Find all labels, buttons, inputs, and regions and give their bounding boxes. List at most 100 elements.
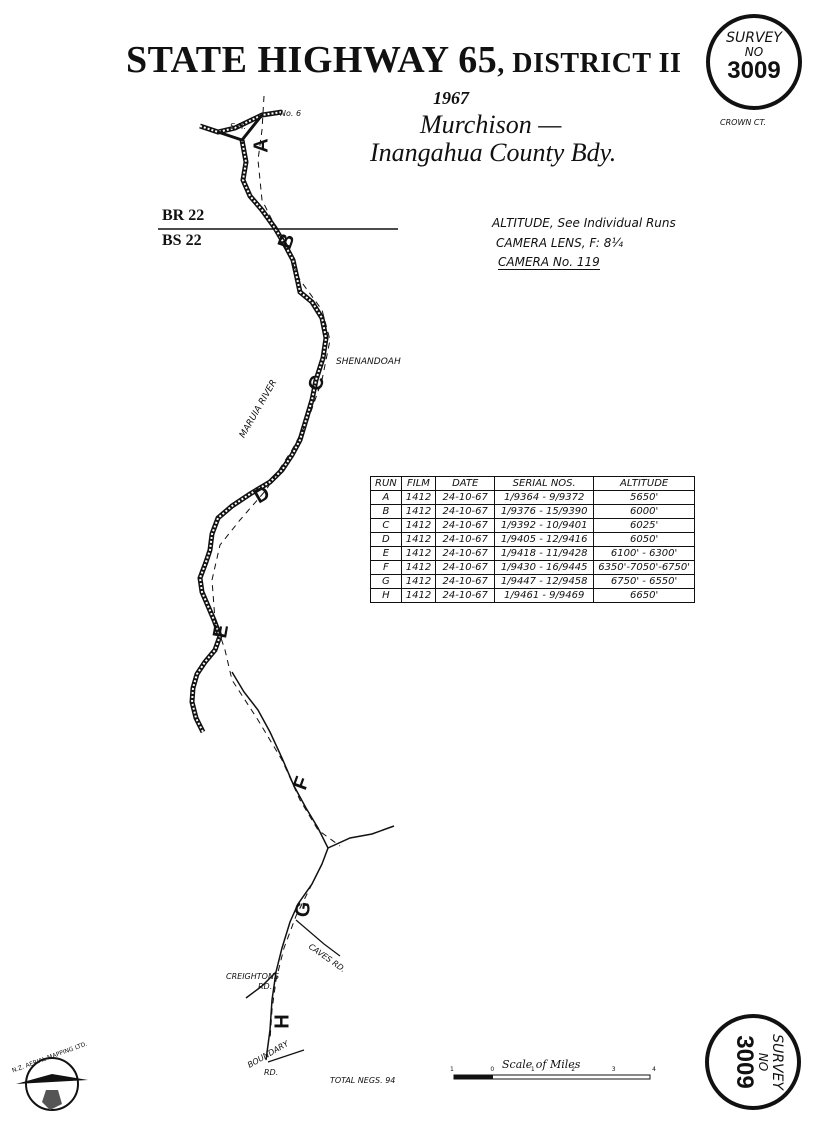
table-cell: 1412	[400, 588, 437, 603]
table-cell: H	[370, 588, 402, 603]
flight-line	[211, 95, 341, 1041]
table-cell: 24-10-67	[435, 490, 496, 505]
highway-junction	[217, 114, 264, 142]
table-cell: 24-10-67	[435, 546, 496, 561]
highway-inner	[190, 111, 328, 733]
route-line-2: Inangahua County Bdy.	[370, 138, 617, 167]
scale-tick: 3	[611, 1066, 616, 1073]
scale-bar-fill	[454, 1075, 493, 1079]
header-film: FILM	[400, 476, 437, 491]
logo-graphic	[16, 1057, 88, 1111]
table-cell: F	[370, 560, 402, 575]
table-cell: 1412	[400, 532, 437, 547]
route-line-1: Murchison —	[420, 110, 562, 139]
table-cell: E	[370, 546, 402, 561]
sh-label: S.H.	[230, 122, 247, 131]
run-letter-a: A	[250, 138, 273, 153]
table-cell: 6650'	[593, 588, 696, 603]
table-cell: 1/9430 - 16/9445	[494, 560, 595, 575]
run-letter-h: H	[271, 1014, 294, 1029]
table-cell: B	[370, 504, 402, 519]
title-main: STATE HIGHWAY 65	[126, 39, 498, 81]
header-altitude: ALTITUDE	[593, 476, 696, 491]
map-title: STATE HIGHWAY 65, DISTRICT II	[126, 38, 681, 82]
table-cell: 24-10-67	[435, 560, 496, 575]
table-cell: C	[370, 518, 402, 533]
creightons-road-label: CREIGHTONS	[226, 972, 280, 981]
table-cell: 1412	[400, 546, 437, 561]
survey-number: 3009	[727, 57, 781, 84]
table-cell: 1/9392 - 10/9401	[494, 518, 595, 533]
table-header-row: RUN FILM DATE SERIAL NOS. ALTITUDE	[370, 476, 696, 491]
caves-road	[295, 919, 341, 957]
table-cell: 1412	[400, 574, 437, 589]
table-cell: 24-10-67	[435, 504, 496, 519]
table-cell: 1/9376 - 15/9390	[494, 504, 595, 519]
table-cell: 6750' - 6550'	[593, 574, 696, 589]
table-cell: 6350'-7050'-6750'	[593, 560, 696, 575]
scale-tick: 1	[530, 1066, 535, 1073]
sheet-label-bottom: BS 22	[162, 232, 202, 249]
branch-road-east	[327, 825, 395, 849]
crown-label: CROWN CT.	[720, 118, 766, 127]
sheet-label-top: BR 22	[162, 207, 205, 224]
header-date: DATE	[435, 476, 496, 491]
table-cell: 24-10-67	[435, 588, 496, 603]
scale-tick: 4	[652, 1066, 656, 1073]
scale-tick: 2	[571, 1066, 576, 1073]
table-cell: 1412	[400, 490, 437, 505]
year-label: 1967	[433, 88, 469, 108]
company-logo: N.Z. AERIAL MAPPING LTD.	[6, 1041, 98, 1116]
header-serial: SERIAL NOS.	[494, 476, 595, 491]
road-lower	[231, 671, 329, 1061]
table-cell: G	[370, 574, 402, 589]
boundary-road-label-2: RD.	[264, 1068, 279, 1077]
table-cell: 24-10-67	[435, 518, 496, 533]
scale-tick: 1	[450, 1066, 454, 1073]
camera-lens-note: CAMERA LENS, F: 8¼	[496, 236, 623, 250]
table-cell: 1/9405 - 12/9416	[494, 532, 595, 547]
shenandoah-label: SHENANDOAH	[336, 357, 401, 367]
creightons-road-label-2: RD.	[258, 982, 273, 991]
table-cell: D	[370, 532, 402, 547]
table-cell: 1/9364 - 9/9372	[494, 490, 595, 505]
table-cell: 1412	[400, 560, 437, 575]
table-cell: 24-10-67	[435, 574, 496, 589]
table-cell: A	[370, 490, 402, 505]
table-cell: 6000'	[593, 504, 696, 519]
survey-stamp-top: SURVEY NO 3009	[706, 14, 802, 110]
table-cell: 1412	[400, 504, 437, 519]
survey-no-label: NO	[744, 45, 764, 59]
no6-label: No. 6	[280, 109, 302, 118]
header-run: RUN	[370, 476, 402, 491]
table-cell: 1/9447 - 12/9458	[494, 574, 595, 589]
table-cell: 6050'	[593, 532, 696, 547]
total-negatives: TOTAL NEGS. 94	[330, 1076, 396, 1085]
table-cell: 24-10-67	[435, 532, 496, 547]
scale-label: Scale of Miles	[502, 1058, 581, 1071]
table-cell: 6100' - 6300'	[593, 546, 696, 561]
table-cell: 5650'	[593, 490, 696, 505]
title-district: , DISTRICT II	[497, 48, 682, 79]
boundary-road	[267, 1049, 305, 1063]
table-cell: 1/9418 - 11/9428	[494, 546, 595, 561]
table-cell: 1/9461 - 9/9469	[494, 588, 595, 603]
camera-number-note: CAMERA No. 119	[498, 255, 600, 270]
scale-ticks: 1 0 1 2 3 4	[450, 1066, 656, 1073]
survey-label: SURVEY	[726, 30, 782, 46]
scale-tick: 0	[490, 1066, 495, 1073]
altitude-note: ALTITUDE, See Individual Runs	[492, 216, 676, 230]
creightons-road	[245, 971, 277, 999]
table-cell: 1412	[400, 518, 437, 533]
